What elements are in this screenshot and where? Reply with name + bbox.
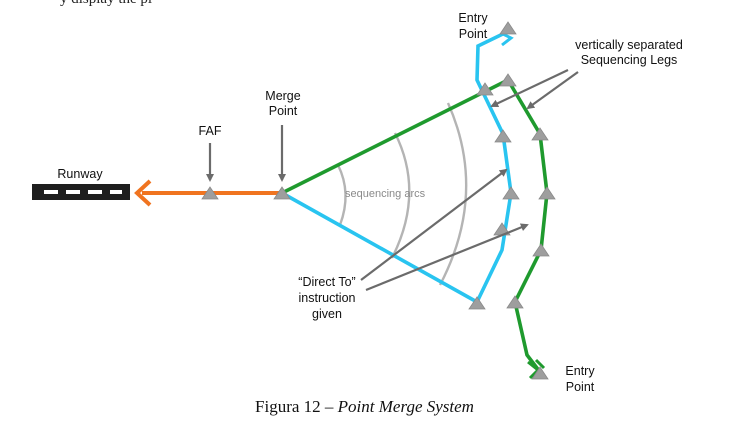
merge-point-label-line1: Merge [265, 89, 300, 103]
entry-top-label-line1: Entry [458, 11, 488, 25]
green-waypoint-4 [532, 243, 550, 257]
entry-top-chevron [500, 31, 514, 47]
blue-waypoint-3 [502, 186, 520, 200]
caption-title: Point Merge System [337, 397, 474, 416]
sequencing-legs-label-line1: vertically separated [575, 38, 683, 52]
blue-waypoint-1 [476, 82, 494, 96]
figure-caption: Figura 12 – Point Merge System [0, 397, 729, 417]
direct-to-label-line3: given [312, 307, 342, 321]
blue-sequencing-leg [475, 29, 513, 303]
faf-waypoint [201, 186, 219, 200]
caption-prefix: Figura 12 – [255, 397, 338, 416]
merge-point-label-line2: Point [269, 104, 298, 118]
blue-merge-leg [281, 191, 478, 304]
blue-waypoint-2 [494, 129, 512, 143]
green-waypoint-2 [531, 127, 549, 141]
entry-bottom-label-line2: Point [566, 380, 595, 394]
entry-top-waypoint [499, 21, 517, 35]
waypoints [201, 21, 556, 380]
entry-top-label-line2: Point [459, 27, 488, 41]
runway [32, 184, 130, 200]
merge-point-waypoint [273, 186, 291, 200]
green-waypoint-1 [499, 73, 517, 87]
green-merge-leg [281, 78, 509, 195]
faf-label: FAF [199, 124, 222, 138]
runway-label: Runway [57, 167, 103, 181]
annotation-arrows [206, 69, 579, 292]
direct-to-label-line2: instruction [299, 291, 356, 305]
green-sequencing-leg [506, 79, 549, 374]
entry-bottom-waypoint [531, 366, 549, 380]
direct-to-label-line1: “Direct To” [298, 275, 355, 289]
sequencing-arcs-label: sequencing arcs [345, 188, 426, 200]
entry-bottom-label-line1: Entry [565, 364, 595, 378]
sequencing-legs-label-line2: Sequencing Legs [581, 53, 678, 67]
cut-off-text: y display the pl [60, 0, 152, 8]
green-waypoint-3 [538, 186, 556, 200]
green-waypoint-5 [506, 295, 524, 309]
blue-waypoint-5 [468, 296, 486, 310]
sequencing-arcs [336, 102, 468, 286]
